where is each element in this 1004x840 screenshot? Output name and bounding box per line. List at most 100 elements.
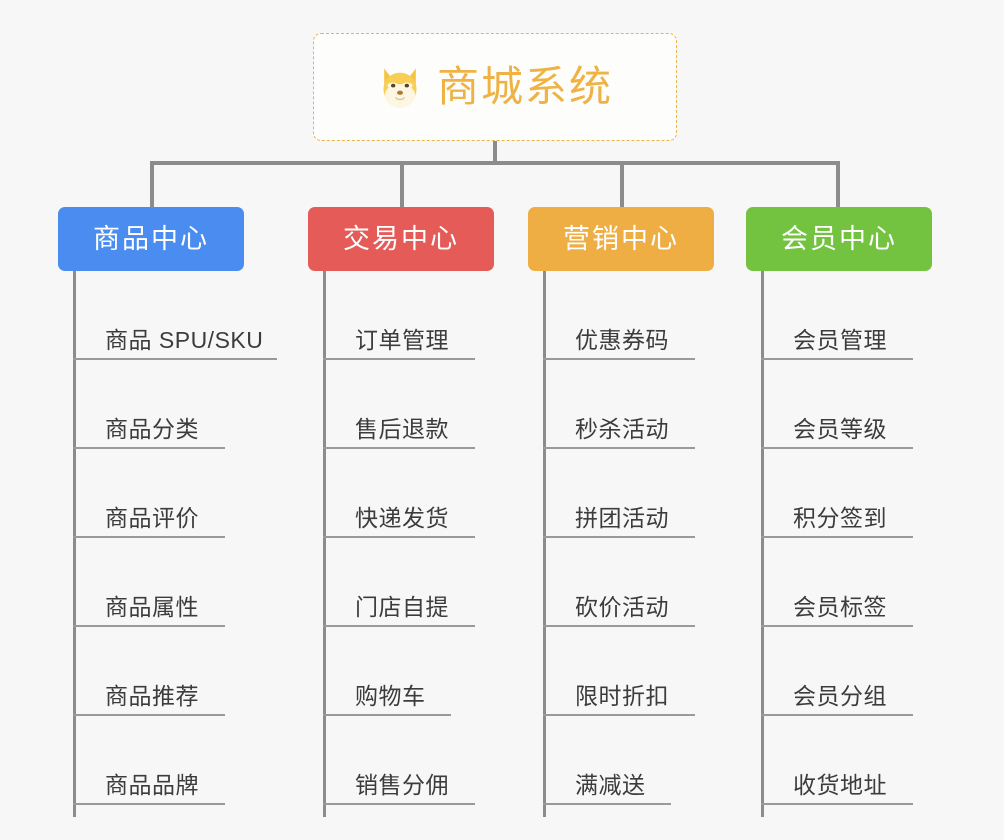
column-product-center: 商品中心 <box>58 207 244 271</box>
connector-drop-marketing <box>620 161 624 209</box>
leaf-underline <box>543 447 695 449</box>
leaf-item[interactable]: 限时折扣 <box>543 627 729 716</box>
leaf-item[interactable]: 收货地址 <box>761 716 947 805</box>
leaf-underline <box>73 536 225 538</box>
leaf-label: 销售分佣 <box>355 772 449 798</box>
leaf-label: 售后退款 <box>355 416 449 442</box>
leaf-item[interactable]: 快递发货 <box>323 449 509 538</box>
leaf-underline <box>543 358 695 360</box>
category-header-trade-center[interactable]: 交易中心 <box>308 207 494 271</box>
leaf-list-trade-center: 订单管理 售后退款 快递发货 门店自提 购物车 销售分佣 <box>323 271 509 805</box>
shiba-dog-face-icon <box>377 64 423 110</box>
leaf-underline <box>323 625 475 627</box>
leaf-item[interactable]: 商品分类 <box>73 360 259 449</box>
spine-product-center <box>73 271 76 817</box>
leaf-item[interactable]: 会员管理 <box>761 271 947 360</box>
leaf-underline <box>761 803 913 805</box>
column-trade-center: 交易中心 <box>308 207 494 271</box>
leaf-item[interactable]: 拼团活动 <box>543 449 729 538</box>
leaf-underline <box>323 714 451 716</box>
connector-root-stem <box>493 141 497 165</box>
leaf-underline <box>323 803 475 805</box>
leaf-label: 购物车 <box>355 683 426 709</box>
category-label: 交易中心 <box>343 223 459 254</box>
leaf-underline <box>73 447 225 449</box>
leaf-underline <box>761 358 913 360</box>
leaf-label: 会员管理 <box>793 327 887 353</box>
leaf-label: 商品推荐 <box>105 683 199 709</box>
leaf-item[interactable]: 满减送 <box>543 716 729 805</box>
column-marketing-center: 营销中心 <box>528 207 714 271</box>
leaf-item[interactable]: 购物车 <box>323 627 509 716</box>
leaf-underline <box>323 536 475 538</box>
leaf-label: 商品分类 <box>105 416 199 442</box>
category-label: 商品中心 <box>93 223 209 254</box>
leaf-label: 满减送 <box>575 772 646 798</box>
leaf-item[interactable]: 积分签到 <box>761 449 947 538</box>
spine-marketing-center <box>543 271 546 817</box>
spine-trade-center <box>323 271 326 817</box>
category-header-marketing-center[interactable]: 营销中心 <box>528 207 714 271</box>
leaf-underline <box>73 625 225 627</box>
leaf-item[interactable]: 门店自提 <box>323 538 509 627</box>
leaf-underline <box>543 803 671 805</box>
leaf-underline <box>543 536 695 538</box>
leaf-label: 秒杀活动 <box>575 416 669 442</box>
leaf-underline <box>761 447 913 449</box>
connector-horizontal-bus <box>150 161 840 165</box>
category-header-product-center[interactable]: 商品中心 <box>58 207 244 271</box>
leaf-item[interactable]: 商品品牌 <box>73 716 259 805</box>
leaf-item[interactable]: 商品 SPU/SKU <box>73 271 277 360</box>
leaf-item[interactable]: 会员等级 <box>761 360 947 449</box>
leaf-label: 拼团活动 <box>575 505 669 531</box>
leaf-underline <box>73 714 225 716</box>
leaf-label: 会员分组 <box>793 683 887 709</box>
leaf-item[interactable]: 会员分组 <box>761 627 947 716</box>
leaf-label: 优惠券码 <box>575 327 669 353</box>
leaf-item[interactable]: 秒杀活动 <box>543 360 729 449</box>
leaf-label: 砍价活动 <box>575 594 669 620</box>
leaf-underline <box>761 536 913 538</box>
leaf-item[interactable]: 优惠券码 <box>543 271 729 360</box>
leaf-underline <box>323 447 475 449</box>
leaf-item[interactable]: 商品推荐 <box>73 627 259 716</box>
leaf-underline <box>73 358 277 360</box>
leaf-label: 商品品牌 <box>105 772 199 798</box>
connector-drop-member <box>836 161 840 209</box>
category-label: 会员中心 <box>781 223 897 254</box>
root-title: 商城系统 <box>436 63 613 110</box>
leaf-label: 商品评价 <box>105 505 199 531</box>
leaf-underline <box>73 803 225 805</box>
leaf-item[interactable]: 砍价活动 <box>543 538 729 627</box>
leaf-item[interactable]: 订单管理 <box>323 271 509 360</box>
leaf-list-marketing-center: 优惠券码 秒杀活动 拼团活动 砍价活动 限时折扣 满减送 <box>543 271 729 805</box>
root-node[interactable]: 商城系统 <box>313 33 677 141</box>
leaf-label: 商品 SPU/SKU <box>105 327 264 353</box>
leaf-item[interactable]: 销售分佣 <box>323 716 509 805</box>
category-header-member-center[interactable]: 会员中心 <box>746 207 932 271</box>
leaf-item[interactable]: 会员标签 <box>761 538 947 627</box>
leaf-underline <box>543 625 695 627</box>
leaf-underline <box>761 714 913 716</box>
leaf-label: 收货地址 <box>793 772 887 798</box>
leaf-underline <box>543 714 695 716</box>
leaf-item[interactable]: 售后退款 <box>323 360 509 449</box>
leaf-label: 门店自提 <box>355 594 449 620</box>
leaf-label: 会员标签 <box>793 594 887 620</box>
leaf-label: 快递发货 <box>355 505 449 531</box>
leaf-item[interactable]: 商品属性 <box>73 538 259 627</box>
leaf-label: 商品属性 <box>105 594 199 620</box>
connector-drop-product <box>150 161 154 209</box>
leaf-item[interactable]: 商品评价 <box>73 449 259 538</box>
leaf-label: 订单管理 <box>355 327 449 353</box>
spine-member-center <box>761 271 764 817</box>
leaf-underline <box>323 358 475 360</box>
leaf-label: 限时折扣 <box>575 683 669 709</box>
category-label: 营销中心 <box>563 223 679 254</box>
column-member-center: 会员中心 <box>746 207 932 271</box>
leaf-list-product-center: 商品 SPU/SKU 商品分类 商品评价 商品属性 商品推荐 商品品牌 <box>73 271 277 805</box>
connector-drop-trade <box>400 161 404 209</box>
leaf-label: 积分签到 <box>793 505 887 531</box>
leaf-label: 会员等级 <box>793 416 887 442</box>
